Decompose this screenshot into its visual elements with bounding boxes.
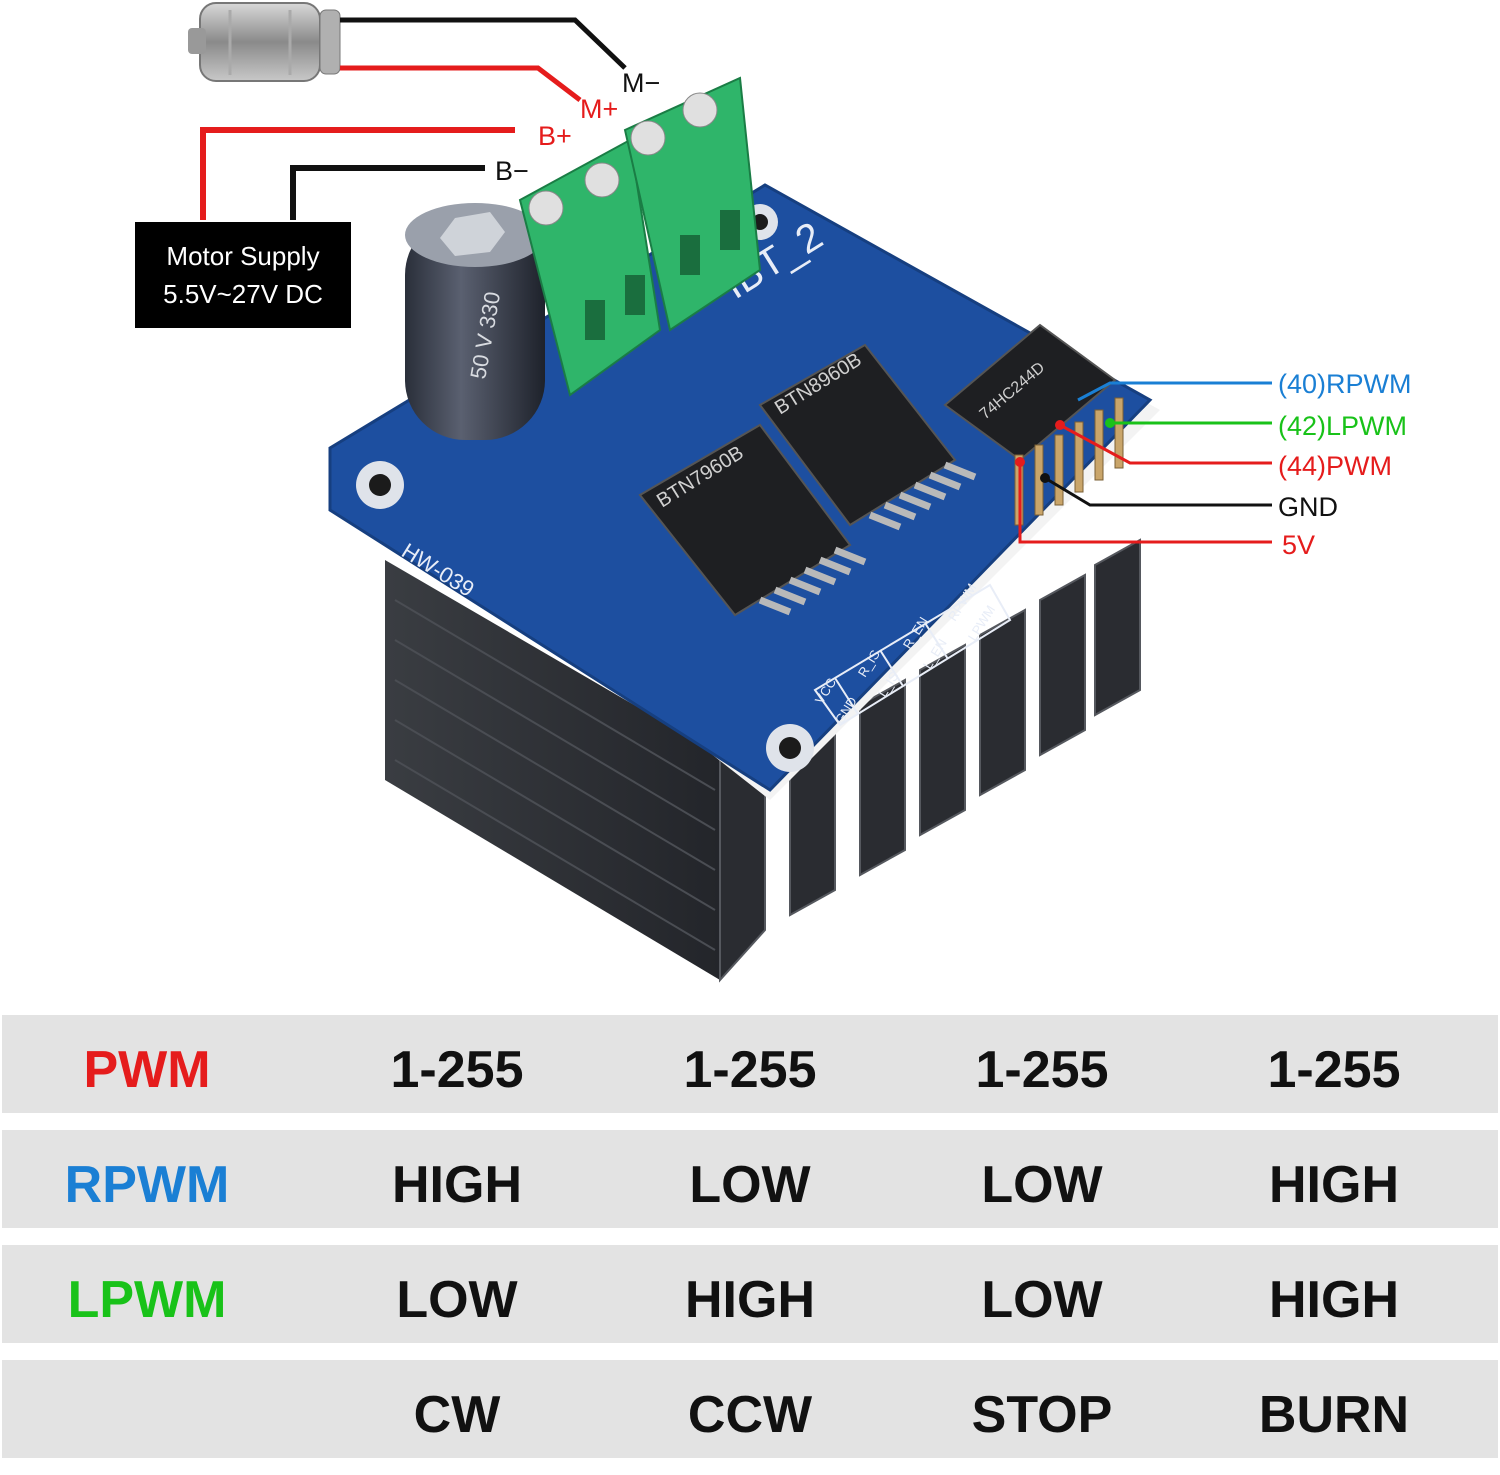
board-diagram: M− M+ B+ B− HW-039 IBT_2 (188, 2, 1412, 983)
wire-pwm (1059, 423, 1272, 465)
wire-m-minus (340, 17, 627, 70)
table-cell: 1-255 (975, 1041, 1109, 1099)
dc-motor-icon (188, 2, 341, 82)
pin-label-5v-callout: 5V (1282, 530, 1315, 560)
wire-5v (1018, 462, 1272, 544)
table-row-pwm: PWM 1-255 1-255 1-255 1-255 (2, 1015, 1498, 1113)
logic-chip: 74HC244D (943, 323, 1117, 462)
table-cell: LOW (689, 1156, 811, 1214)
heatsink (385, 538, 1141, 983)
table-cell: HIGH (1269, 1156, 1399, 1214)
truth-table: PWM 1-255 1-255 1-255 1-255 RPWM HIGH LO… (0, 1015, 1500, 1475)
table-cell: CCW (687, 1386, 813, 1444)
row-header-pwm: PWM (83, 1041, 211, 1099)
row-header-direction (42, 1360, 252, 1458)
table-cell: LOW (396, 1271, 518, 1329)
terminal-block-motor (623, 76, 762, 332)
wire-b-plus (200, 127, 515, 220)
table-cell: 1-255 (683, 1041, 817, 1099)
label-m-plus: M+ (580, 94, 618, 124)
label-b-minus: B− (495, 156, 529, 186)
row-header-lpwm: LPWM (67, 1271, 227, 1329)
motor-supply-title: Motor Supply (166, 241, 320, 271)
pin-label-lpwm-callout: (42)LPWM (1278, 411, 1407, 441)
table-cell: HIGH (392, 1156, 522, 1214)
motor-supply-box: Motor Supply 5.5V~27V DC (135, 222, 351, 328)
label-b-plus: B+ (538, 121, 572, 151)
wire-b-minus (290, 165, 485, 220)
wire-m-plus (340, 65, 582, 102)
wire-rpwm (1077, 381, 1272, 402)
table-row-rpwm: RPWM HIGH LOW LOW HIGH (2, 1130, 1498, 1228)
table-row-direction: CW CCW STOP BURN (2, 1360, 1498, 1458)
table-cell: LOW (981, 1271, 1103, 1329)
pin-label-gnd-callout: GND (1278, 492, 1338, 522)
table-row-lpwm: LPWM LOW HIGH LOW HIGH (2, 1245, 1498, 1343)
terminal-block-power (518, 138, 662, 397)
pin-label-rpwm-callout: (40)RPWM (1278, 369, 1412, 399)
table-cell: BURN (1258, 1386, 1410, 1444)
capacitor: 50 V 330 (405, 203, 545, 440)
table-cell: 1-255 (390, 1041, 524, 1099)
table-cell: STOP (971, 1386, 1113, 1444)
label-m-minus: M− (622, 68, 660, 98)
wire-gnd (1044, 476, 1272, 507)
table-cell: LOW (981, 1156, 1103, 1214)
table-cell: HIGH (1269, 1271, 1399, 1329)
pin-label-pwm-callout: (44)PWM (1278, 451, 1392, 481)
row-header-rpwm: RPWM (64, 1156, 230, 1214)
table-cell: 1-255 (1267, 1041, 1401, 1099)
motor-supply-range: 5.5V~27V DC (163, 279, 323, 309)
table-cell: CW (413, 1386, 501, 1444)
table-cell: HIGH (685, 1271, 815, 1329)
